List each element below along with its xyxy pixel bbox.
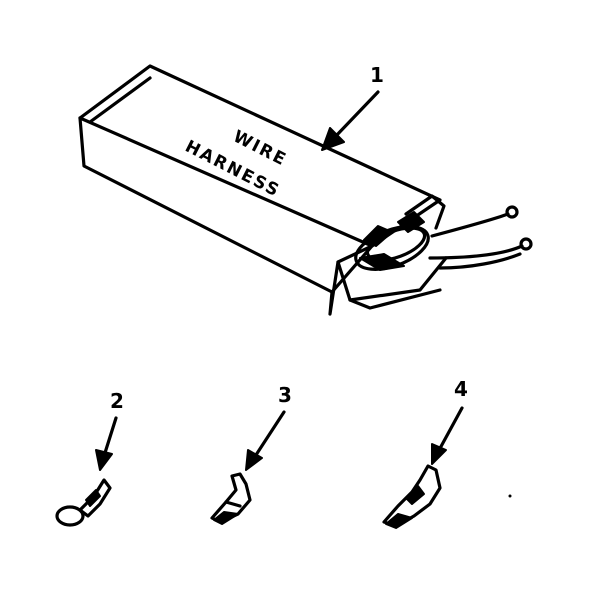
- box-flap-bottom: [336, 256, 448, 302]
- coil-shadow-1: [363, 225, 393, 247]
- terminal-2-ring: [55, 505, 85, 527]
- box-edge-line: [88, 76, 152, 124]
- terminal-3-tab: [213, 511, 239, 525]
- wire-lead-lower: [428, 244, 524, 260]
- box-flap-lip: [348, 288, 442, 310]
- terminal-4-tab: [385, 513, 413, 529]
- stray-dot: [508, 494, 512, 498]
- terminal-2-crimp: [85, 489, 101, 507]
- callout-arrow-1: [321, 90, 380, 151]
- ring-terminal-upper: [505, 205, 519, 219]
- terminal-3-fold: [224, 500, 242, 508]
- callout-number-4: 4: [454, 377, 468, 401]
- terminal-4-crimp: [405, 485, 425, 505]
- terminal-part-2: [55, 478, 112, 527]
- box-top-flap: [404, 194, 446, 230]
- callout-arrow-2: [95, 416, 118, 471]
- terminal-part-4: [382, 464, 442, 529]
- coil-shadow-3: [359, 253, 405, 271]
- wire-lead-lower-2: [438, 252, 522, 270]
- callout-number-1: 1: [370, 63, 384, 87]
- callout-arrow-4: [431, 406, 464, 465]
- box-front-face: [78, 116, 374, 294]
- ring-terminal-lower: [519, 237, 533, 251]
- terminal-part-3: [210, 472, 252, 525]
- wire-coil: [354, 205, 533, 271]
- wire-harness-box: [78, 64, 448, 316]
- callout-arrow-3: [245, 410, 286, 471]
- box-top-face: [78, 64, 442, 248]
- coil-shadow-2: [397, 211, 425, 233]
- wire-lead-upper: [430, 212, 510, 238]
- callout-number-3: 3: [278, 383, 292, 407]
- callout-number-2: 2: [110, 389, 124, 413]
